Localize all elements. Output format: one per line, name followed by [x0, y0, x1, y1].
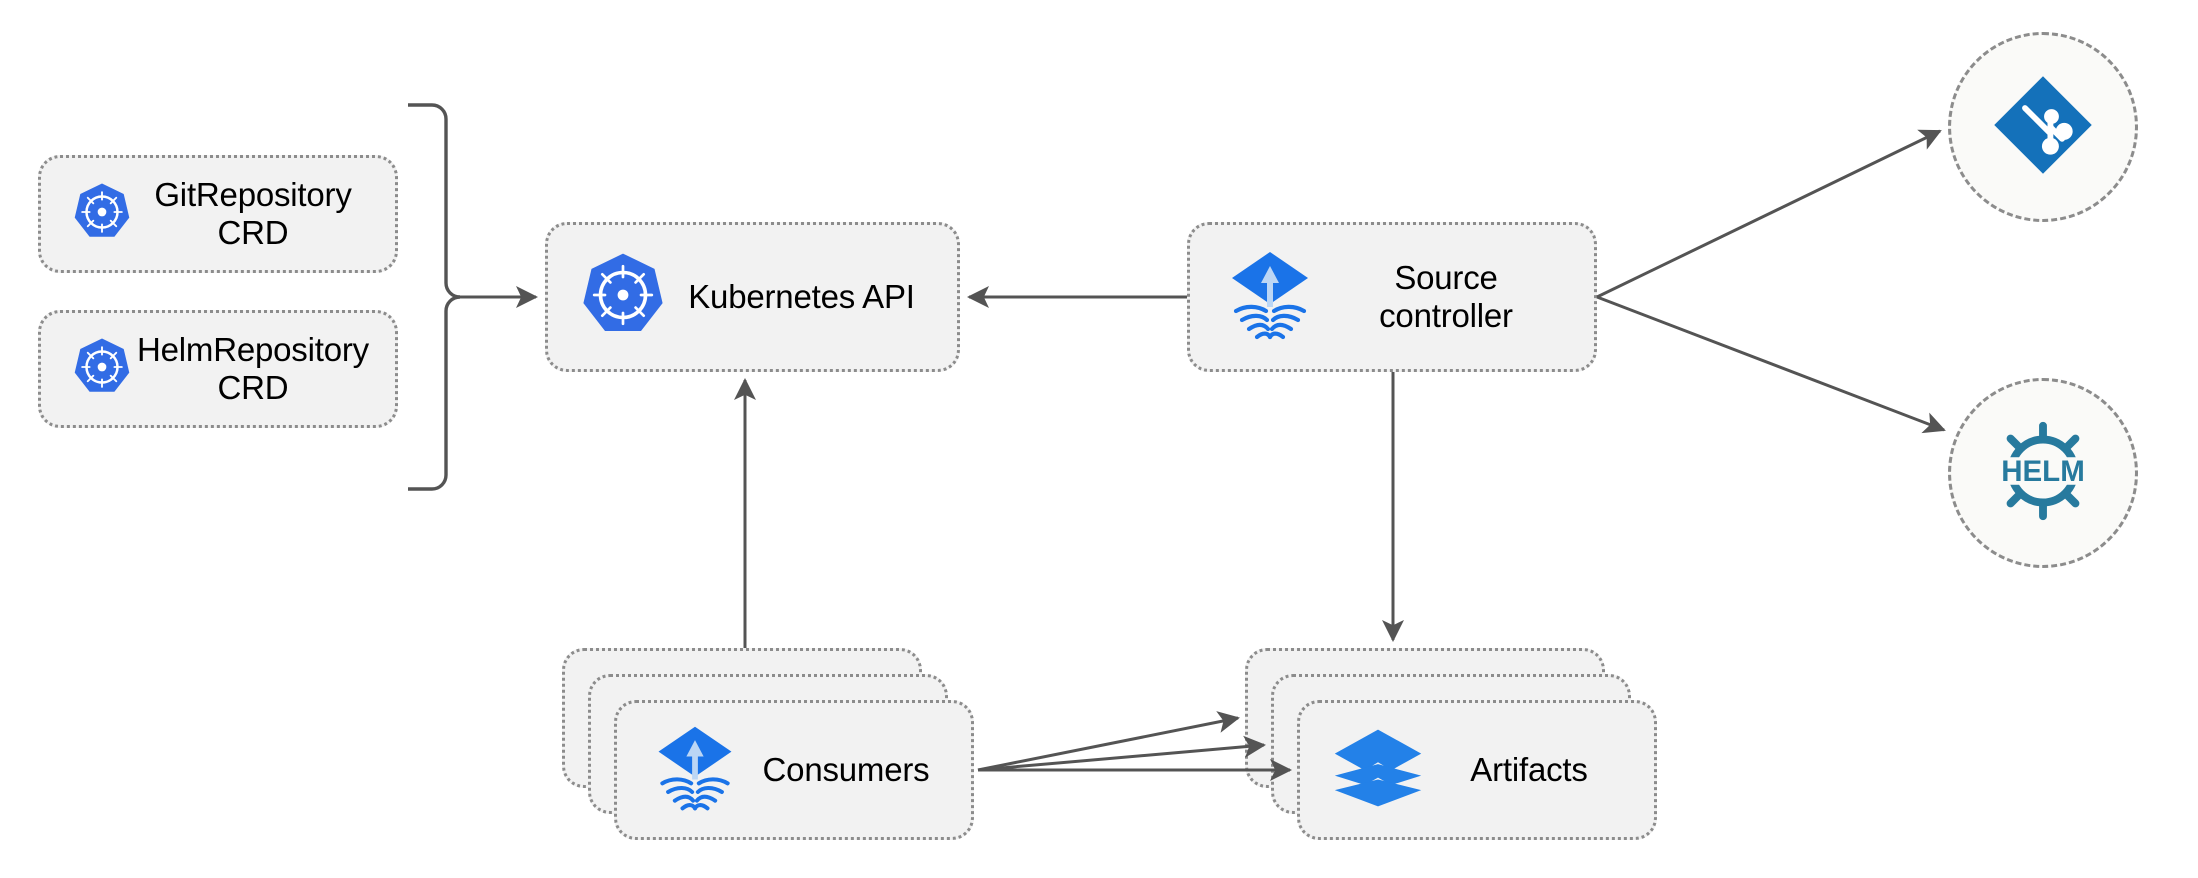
node-artifacts-label: Artifacts: [1470, 750, 1588, 788]
kubernetes-icon: [71, 181, 133, 248]
node-consumers-content: Consumers: [617, 720, 971, 821]
crd-bracket: [408, 103, 461, 491]
node-consumers[interactable]: Consumers: [614, 700, 974, 840]
edge-consumers-to-artifacts-2: [977, 735, 1266, 772]
external-git-repository[interactable]: [1948, 32, 2138, 222]
git-icon: [1990, 72, 2096, 183]
node-kubernetes-api-label: Kubernetes API: [688, 277, 915, 315]
node-consumers-label: Consumers: [762, 750, 930, 788]
node-kubernetes-api-content: Kubernetes API: [548, 250, 957, 345]
flux-icon: [1220, 245, 1320, 350]
node-artifacts-content: Artifacts: [1300, 720, 1654, 821]
node-helmrepository-crd-label: HelmRepository CRD: [137, 330, 369, 406]
helm-icon: HELM: [1984, 412, 2102, 535]
layers-icon: [1330, 720, 1426, 821]
edge-consumers-to-artifacts-1: [977, 711, 1240, 772]
node-helmrepository-crd-content: HelmRepository CRD: [41, 331, 395, 408]
node-gitrepository-crd[interactable]: GitRepository CRD: [38, 155, 398, 273]
kubernetes-icon: [71, 336, 133, 403]
node-artifacts[interactable]: Artifacts: [1297, 700, 1657, 840]
node-kubernetes-api[interactable]: Kubernetes API: [545, 222, 960, 372]
helm-wordmark: HELM: [2001, 454, 2085, 487]
edge-source-controller-to-helm: [1596, 295, 1946, 434]
node-helmrepository-crd[interactable]: HelmRepository CRD: [38, 310, 398, 428]
node-gitrepository-crd-label: GitRepository CRD: [154, 175, 352, 251]
node-source-controller-content: Source controller: [1190, 245, 1594, 350]
node-source-controller[interactable]: Source controller: [1187, 222, 1597, 372]
flux-icon: [647, 720, 743, 821]
external-helm-repository[interactable]: HELM: [1948, 378, 2138, 568]
edge-source-controller-to-git: [1596, 129, 1942, 299]
kubernetes-icon: [578, 250, 668, 345]
node-source-controller-label: Source controller: [1379, 258, 1513, 334]
node-gitrepository-crd-content: GitRepository CRD: [41, 176, 395, 253]
